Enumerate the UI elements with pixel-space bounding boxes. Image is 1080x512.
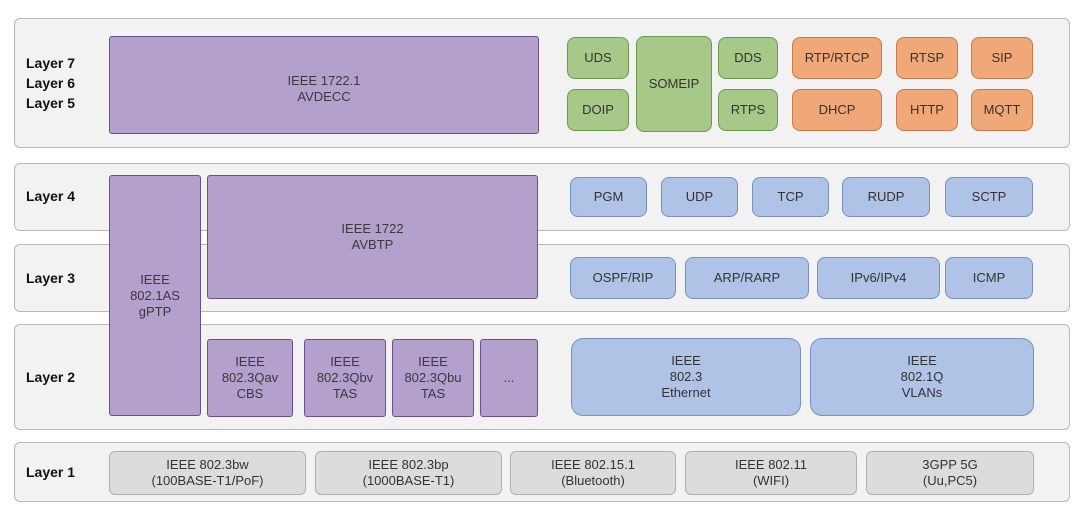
doip-box: DOIP: [567, 89, 629, 131]
phy-wifi-box: IEEE 802.11 (WIFI): [685, 451, 857, 495]
sip-box: SIP: [971, 37, 1033, 79]
layer-2-label: Layer 2: [26, 369, 76, 385]
tas-qbu-box: IEEE 802.3Qbu TAS: [392, 339, 474, 417]
more-tsn-box: ...: [480, 339, 538, 417]
cbs-box: IEEE 802.3Qav CBS: [207, 339, 293, 417]
rtsp-box: RTSP: [896, 37, 958, 79]
mqtt-box: MQTT: [971, 89, 1033, 131]
layer-3-label: Layer 3: [26, 270, 76, 286]
layer-4-label: Layer 4: [26, 188, 76, 204]
phy-802-3bw-box: IEEE 802.3bw (100BASE-T1/PoF): [109, 451, 306, 495]
rtps-box: RTPS: [718, 89, 778, 131]
sctp-box: SCTP: [945, 177, 1033, 217]
udp-box: UDP: [661, 177, 738, 217]
avbtp-block: IEEE 1722 AVBTP: [207, 175, 538, 299]
ospf-rip-box: OSPF/RIP: [570, 257, 676, 299]
vlan-box: IEEE 802.1Q VLANs: [810, 338, 1034, 416]
gptp-block: IEEE 802.1AS gPTP: [109, 175, 201, 416]
ethernet-box: IEEE 802.3 Ethernet: [571, 338, 801, 416]
dhcp-box: DHCP: [792, 89, 882, 131]
http-box: HTTP: [896, 89, 958, 131]
rtp-rtcp-box: RTP/RTCP: [792, 37, 882, 79]
phy-802-3bp-box: IEEE 802.3bp (1000BASE-T1): [315, 451, 502, 495]
pgm-box: PGM: [570, 177, 647, 217]
ipv6-ipv4-box: IPv6/IPv4: [817, 257, 940, 299]
someip-box: SOMEIP: [636, 36, 712, 132]
dds-box: DDS: [718, 37, 778, 79]
arp-rarp-box: ARP/RARP: [685, 257, 809, 299]
layer-5-label: Layer 5: [26, 95, 76, 111]
rudp-box: RUDP: [842, 177, 930, 217]
tcp-box: TCP: [752, 177, 829, 217]
phy-5g-box: 3GPP 5G (Uu,PC5): [866, 451, 1034, 495]
layer-6-label: Layer 6: [26, 75, 76, 91]
avdecc-block: IEEE 1722.1 AVDECC: [109, 36, 539, 134]
tas-qbv-box: IEEE 802.3Qbv TAS: [304, 339, 386, 417]
layer-7-label: Layer 7: [26, 55, 76, 71]
uds-box: UDS: [567, 37, 629, 79]
phy-bluetooth-box: IEEE 802.15.1 (Bluetooth): [510, 451, 676, 495]
icmp-box: ICMP: [945, 257, 1033, 299]
layer-1-label: Layer 1: [26, 464, 76, 480]
